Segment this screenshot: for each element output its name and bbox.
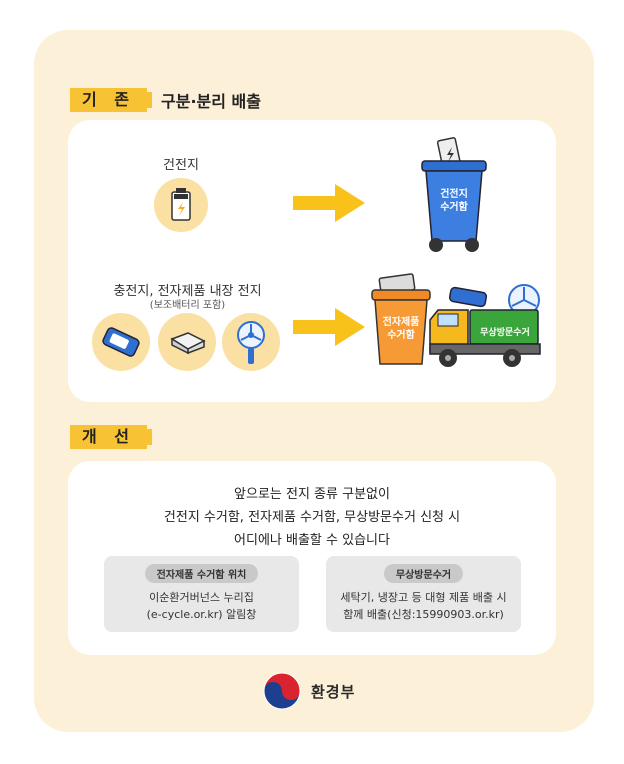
free-pickup-line-2: 함께 배출(신청:15990903.or.kr): [343, 608, 504, 621]
orange-bin-label-2: 수거함: [387, 330, 415, 341]
powerbank-circle: [92, 313, 150, 371]
fan-circle: [222, 313, 280, 371]
orange-bin-icon: [371, 273, 431, 365]
blue-bin-text: 건전지 수거함: [428, 188, 480, 214]
handheld-fan-icon: [237, 321, 265, 364]
ministry-logo: 환경부: [263, 672, 355, 710]
orange-bin-text: 전자제품 수거함: [376, 316, 426, 342]
battery-icon: [171, 188, 191, 221]
ministry-name: 환경부: [311, 682, 356, 701]
free-pickup-line-1: 세탁기, 냉장고 등 대형 제품 배출 시: [340, 591, 507, 604]
improved-tag: 개 선: [70, 425, 153, 449]
collection-truck-icon: [429, 284, 541, 367]
rechargeable-sublabel: (보조배터리 포함): [149, 300, 226, 311]
improved-panel: 앞으로는 전지 종류 구분없이 건전지 수거함, 전자제품 수거함, 무상방문수…: [68, 461, 556, 655]
info-box-free-pickup: 무상방문수거 세탁기, 냉장고 등 대형 제품 배출 시 함께 배출(신청:15…: [326, 556, 521, 632]
blue-bin-icon: [421, 137, 487, 252]
battery-circle: [154, 178, 208, 232]
arrow-right-icon: [293, 184, 365, 222]
arrow-right-icon-2: [293, 308, 365, 346]
blue-bin-label-2: 수거함: [440, 202, 468, 213]
blue-bin-label-1: 건전지: [440, 189, 468, 200]
free-pickup-title: 무상방문수거: [383, 564, 464, 583]
info-box-bin-location: 전자제품 수거함 위치 이순환거버넌스 누리집 (e-cycle.or.kr) …: [104, 556, 299, 632]
bin-location-title: 전자제품 수거함 위치: [144, 564, 259, 583]
battery-pack-icon: [170, 332, 206, 355]
existing-tag: 기 존: [70, 88, 153, 112]
device-circle: [158, 313, 216, 371]
orange-bin-label-1: 전자제품: [382, 317, 420, 328]
bin-location-line-1: 이순환거버넌스 누리집: [149, 591, 254, 604]
desc-line-3: 어디에나 배출할 수 있습니다: [234, 533, 390, 548]
bin-location-line-2: (e-cycle.or.kr) 알림창: [146, 608, 257, 621]
power-bank-icon: [102, 327, 140, 357]
improved-description: 앞으로는 전지 종류 구분없이 건전지 수거함, 전자제품 수거함, 무상방문수…: [68, 483, 556, 552]
battery-label: 건전지: [163, 158, 199, 173]
truck-label: 무상방문수거: [480, 328, 530, 338]
rechargeable-label: 충전지, 전자제품 내장 전지: [113, 284, 262, 299]
taegeuk-emblem-icon: [263, 672, 301, 710]
improved-section-header: 개 선: [70, 425, 153, 449]
desc-line-1: 앞으로는 전지 종류 구분없이: [234, 487, 390, 502]
existing-title: 구분·분리 배출: [161, 92, 261, 111]
existing-section-header: 기 존 구분·분리 배출: [70, 88, 261, 112]
desc-line-2: 건전지 수거함, 전자제품 수거함, 무상방문수거 신청 시: [163, 510, 461, 525]
